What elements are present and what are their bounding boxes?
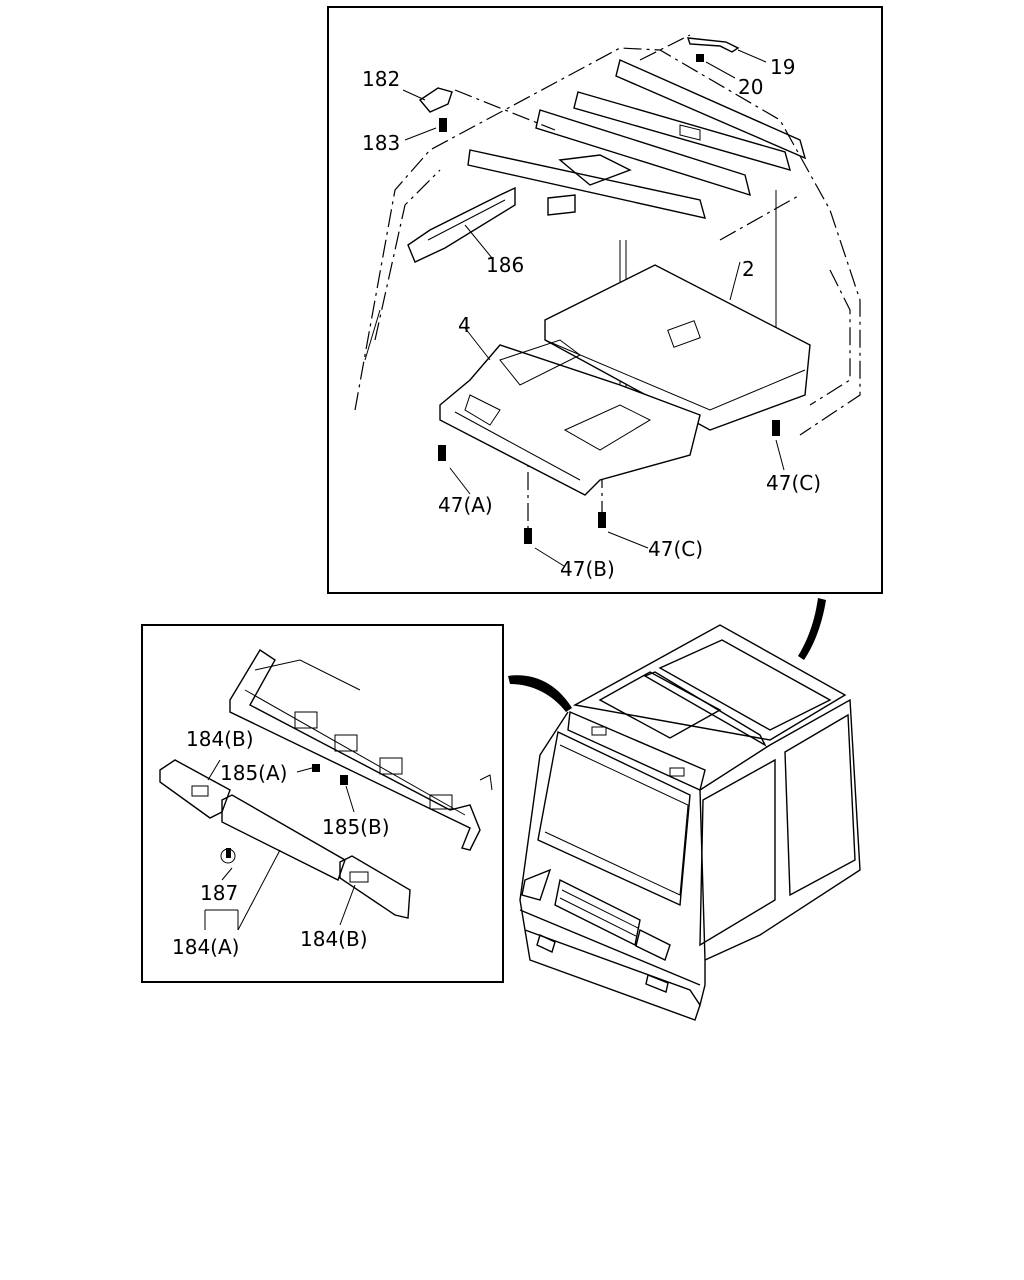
label-184b-top: 184(B)	[186, 727, 254, 751]
label-182: 182	[362, 67, 400, 91]
label-185a: 185(A)	[220, 761, 287, 785]
label-47a: 47(A)	[438, 493, 493, 517]
label-19: 19	[770, 55, 795, 79]
label-47c-right: 47(C)	[766, 471, 821, 495]
parts-185-187	[204, 759, 356, 931]
top-detail-frame	[327, 6, 883, 594]
label-47b: 47(B)	[560, 557, 615, 581]
label-186: 186	[486, 253, 524, 277]
screws-47	[438, 420, 785, 567]
front-header-assembly	[229, 649, 493, 851]
label-183: 183	[362, 131, 400, 155]
lower-detail-frame	[141, 624, 504, 983]
label-20: 20	[738, 75, 763, 99]
part-2-headliner	[544, 261, 811, 431]
label-47c-bottom: 47(C)	[648, 537, 703, 561]
part-19-20-rod	[686, 37, 767, 79]
label-184a: 184(A)	[172, 935, 239, 959]
part-4-front-panel	[439, 327, 701, 496]
part-186-trim	[407, 186, 516, 263]
part-184a-lens	[221, 794, 346, 881]
part-182-bracket	[402, 87, 453, 141]
label-187: 187	[200, 881, 238, 905]
part-184b-right-end	[339, 855, 411, 919]
cab-roof-outline	[354, 47, 861, 436]
roof-rail-bows	[467, 59, 807, 219]
cab-overview	[508, 598, 861, 1021]
label-2: 2	[742, 257, 755, 281]
label-4: 4	[458, 313, 471, 337]
label-184b-bottom: 184(B)	[300, 927, 368, 951]
label-185b: 185(B)	[322, 815, 390, 839]
